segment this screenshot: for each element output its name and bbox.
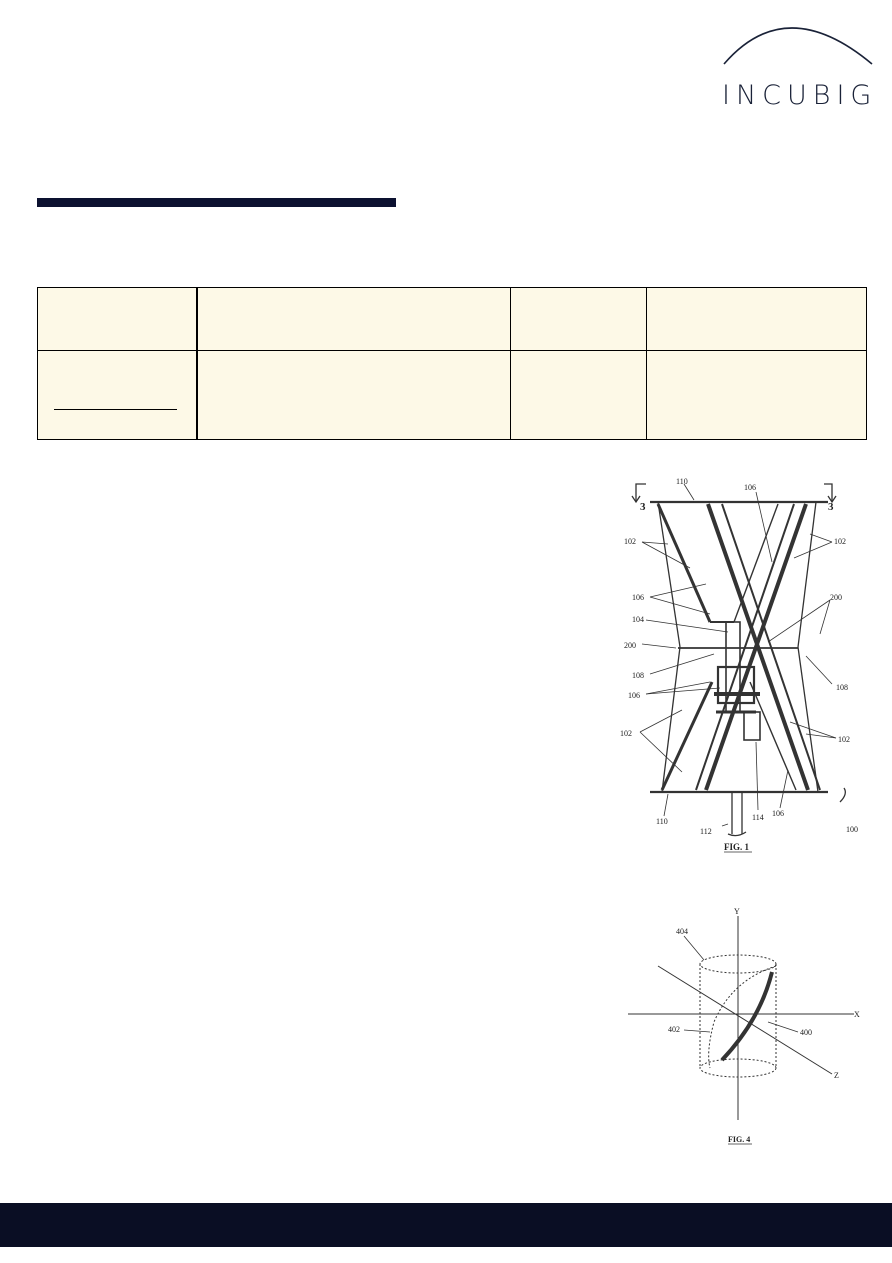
table-cell	[196, 287, 511, 351]
fig1-label: 106	[628, 691, 640, 700]
figure-4: Y X Z 404 402 400 FIG. 4	[622, 902, 872, 1152]
fig4-label: 400	[800, 1028, 812, 1037]
fig1-label: 102	[620, 729, 632, 738]
info-table	[37, 287, 867, 440]
table-cell	[646, 287, 867, 351]
fig1-section-marker: 3	[640, 501, 646, 513]
fig4-axis-label: X	[854, 1010, 860, 1019]
fig1-label: 112	[700, 827, 712, 836]
fig1-label: 102	[834, 537, 846, 546]
fig1-label: 106	[772, 809, 784, 818]
fig1-label: 102	[624, 537, 636, 546]
fig1-label: 100	[846, 825, 858, 834]
fig1-label: 200	[830, 593, 842, 602]
logo-wordmark: INCUBIG	[722, 80, 878, 111]
table-cell-link[interactable]	[37, 350, 198, 440]
fig4-label: 402	[668, 1025, 680, 1034]
table-cell	[510, 287, 647, 351]
table-cell	[510, 350, 647, 440]
fig1-label: 104	[632, 615, 644, 624]
link-underline[interactable]	[54, 408, 177, 410]
footer-bar	[0, 1203, 892, 1247]
fig1-label: 110	[656, 817, 668, 826]
fig1-caption: FIG. 1	[724, 842, 750, 852]
table-row	[37, 350, 867, 440]
fig1-section-marker: 3	[828, 501, 834, 513]
fig4-drawing: Y X Z 404 402 400 FIG. 4	[628, 907, 860, 1145]
figure-1: 3 3 110 106 102 102 106 104 200 200 108 …	[610, 472, 870, 862]
fig4-axis-label: Z	[834, 1071, 839, 1080]
logo-arc-icon	[723, 27, 873, 65]
fig4-axis-label: Y	[734, 907, 740, 916]
fig4-caption: FIG. 4	[728, 1135, 750, 1144]
fig1-label: 106	[632, 593, 644, 602]
fig1-drawing: 3 3 110 106 102 102 106 104 200 200 108 …	[620, 477, 858, 853]
table-row	[37, 287, 867, 351]
fig1-label: 200	[624, 641, 636, 650]
fig1-label: 114	[752, 813, 764, 822]
incubig-logo: INCUBIG	[716, 10, 886, 111]
table-cell	[37, 287, 198, 351]
fig1-label: 110	[676, 477, 688, 486]
fig1-label: 102	[838, 735, 850, 744]
title-bar	[37, 198, 396, 207]
fig1-label: 106	[744, 483, 756, 492]
table-cell	[196, 350, 511, 440]
fig1-label: 108	[836, 683, 848, 692]
table-cell	[646, 350, 867, 440]
fig1-label: 108	[632, 671, 644, 680]
fig4-label: 404	[676, 927, 688, 936]
